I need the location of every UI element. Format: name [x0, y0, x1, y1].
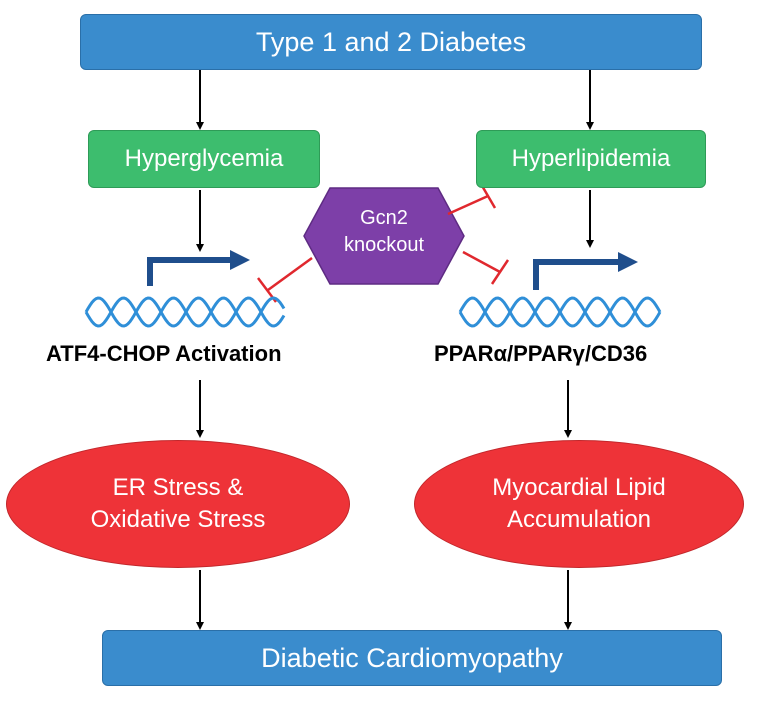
promoter-arrow-left	[147, 250, 250, 286]
dna-strand	[84, 296, 286, 328]
diabetes-label: Type 1 and 2 Diabetes	[255, 26, 527, 57]
hyperlipidemia-box: Hyperlipidemia	[476, 130, 706, 188]
dna-helix-right	[458, 296, 662, 328]
gcn2-label: Gcn2	[360, 207, 408, 229]
er-stress-ellipse: ER Stress & Oxidative Stress	[6, 440, 350, 568]
inhibit-line-to-hyperlipidemia	[447, 183, 497, 216]
promoter-arrow-right	[533, 252, 638, 290]
cardiomyopathy-label: Diabetic Cardiomyopathy	[261, 642, 563, 673]
cardiomyopathy-box: Diabetic Cardiomyopathy	[102, 630, 722, 686]
lipid-line1: Myocardial Lipid	[492, 473, 666, 501]
knockout-label: knockout	[343, 234, 425, 256]
er-stress-line1: ER Stress &	[112, 473, 244, 501]
dna-helix-left	[84, 296, 286, 328]
er-stress-line2: Oxidative Stress	[90, 506, 266, 533]
inhibit-line-to-atf4	[257, 256, 313, 303]
ppar-cd36-label: PPARα/PPARγ/CD36	[434, 341, 648, 366]
inhibit-line-to-ppar	[462, 250, 510, 285]
hyperlipidemia-label: Hyperlipidemia	[511, 145, 671, 172]
hyperglycemia-box: Hyperglycemia	[88, 130, 320, 188]
hyperglycemia-label: Hyperglycemia	[124, 145, 284, 172]
gcn2-knockout-hexagon	[303, 187, 465, 285]
lipid-accumulation-ellipse: Myocardial Lipid Accumulation	[414, 440, 744, 568]
diabetes-box: Type 1 and 2 Diabetes	[80, 14, 702, 70]
atf4-chop-label: ATF4-CHOP Activation	[46, 341, 282, 366]
gcn2-knockout-text: Gcn2 knockout	[304, 205, 464, 259]
lipid-line2: Accumulation	[506, 506, 652, 533]
dna-strand	[458, 296, 662, 328]
dna-strand	[84, 296, 286, 328]
